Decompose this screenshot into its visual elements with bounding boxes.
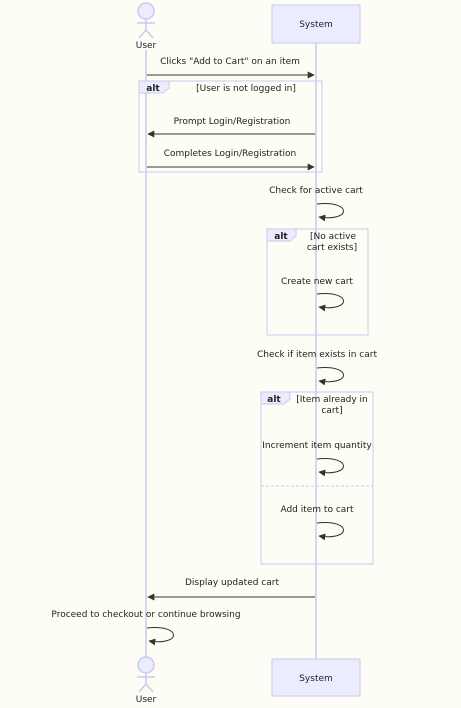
message-label: Prompt Login/Registration [174, 117, 291, 127]
fragment-tag: alt [274, 232, 288, 242]
alt-fragment: alt [No active cart exists] [266, 228, 369, 336]
system-box-bottom [271, 658, 361, 697]
user-figure-icon [137, 656, 155, 693]
user-label-top: User [136, 41, 157, 51]
self-message-arrow [316, 203, 344, 222]
message-label: Proceed to checkout or continue browsing [51, 610, 240, 620]
fragment-condition: [User is not logged in] [196, 84, 296, 94]
user-actor-bottom: User [136, 656, 157, 705]
message-label: Add item to cart [280, 505, 354, 515]
fragment-condition: [Item already in [296, 395, 368, 405]
self-message-arrow [316, 367, 344, 386]
message-label: Check for active cart [269, 186, 363, 196]
self-message-arrow [316, 458, 344, 477]
user-figure-icon [137, 2, 155, 39]
user-label-bottom: User [136, 695, 157, 705]
fragment-tag-box [138, 80, 170, 94]
message-label: Clicks "Add to Cart" on an item [160, 57, 300, 67]
alt-fragment: alt [User is not logged in] [138, 80, 323, 173]
fragment-tag-box [260, 391, 291, 405]
fragment-condition: [No active [310, 232, 356, 242]
message-label: Create new cart [281, 277, 353, 287]
self-message-arrow [316, 522, 344, 541]
system-label-bottom: System [299, 674, 333, 684]
message-label: Increment item quantity [262, 441, 372, 451]
fragment-tag-box [266, 228, 297, 242]
message-label: Display updated cart [185, 578, 279, 588]
fragment-frame [138, 80, 323, 173]
message-label: Check if item exists in cart [257, 350, 377, 360]
fragment-condition: cart] [321, 406, 342, 416]
fragment-condition: cart exists] [307, 243, 357, 253]
user-actor-top: User [136, 2, 157, 51]
system-box-top [271, 4, 361, 44]
fragment-frame [260, 391, 374, 565]
self-message-arrow [316, 293, 344, 312]
alt-fragment: alt [Item already in cart] [260, 391, 374, 565]
message-label: Completes Login/Registration [164, 149, 297, 159]
system-actor-top: System [271, 4, 361, 44]
system-actor-bottom: System [271, 658, 361, 697]
fragment-tag: alt [267, 395, 281, 405]
self-message-arrow [146, 627, 174, 646]
fragment-frame [266, 228, 369, 336]
system-label-top: System [299, 20, 333, 30]
fragment-tag: alt [146, 84, 160, 94]
